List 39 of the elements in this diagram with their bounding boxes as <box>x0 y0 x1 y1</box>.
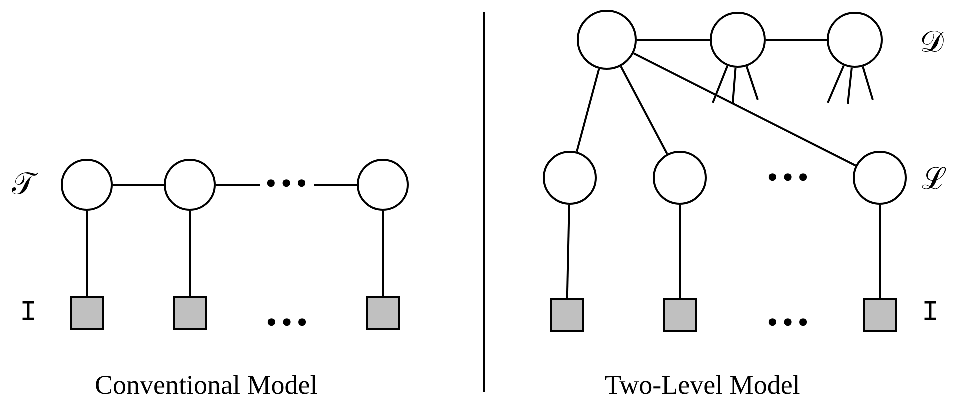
stub-line <box>862 66 874 100</box>
variable-node <box>164 159 216 211</box>
stub-line <box>712 66 729 104</box>
observed-node <box>366 296 400 330</box>
observed-node <box>863 298 897 332</box>
variable-node <box>61 159 113 211</box>
observed-node <box>173 296 207 330</box>
variable-node <box>653 151 707 205</box>
connector-line <box>113 184 164 186</box>
connector-line <box>633 52 856 167</box>
connector-line <box>576 68 600 152</box>
stub-line <box>732 68 737 104</box>
connector-line <box>620 66 668 155</box>
connector-line <box>679 205 681 298</box>
ellipsis-dots: ••• <box>765 166 812 192</box>
stub-line <box>847 68 853 104</box>
connector-line <box>637 39 710 41</box>
model-caption: Two-Level Model <box>605 372 800 399</box>
observed-node <box>70 296 104 330</box>
connector-line <box>566 204 570 298</box>
row-label: ℒ <box>922 165 947 195</box>
stub-line <box>827 65 845 104</box>
stub-line <box>746 66 759 100</box>
connector-line <box>879 205 881 298</box>
row-label: 𝒟 <box>920 28 944 58</box>
observed-node <box>550 298 584 332</box>
row-label: I <box>922 300 939 328</box>
variable-node <box>357 159 409 211</box>
model-caption: Conventional Model <box>95 372 318 399</box>
ellipsis-dots: ••• <box>264 311 310 337</box>
connector-line <box>86 211 88 296</box>
connector-line <box>382 211 384 296</box>
ellipsis-dots: ••• <box>765 311 812 337</box>
observed-node <box>663 298 697 332</box>
connector-line <box>189 211 191 296</box>
connector-line <box>766 39 827 41</box>
variable-node <box>543 151 597 205</box>
variable-node <box>853 151 907 205</box>
row-label: I <box>20 300 37 328</box>
